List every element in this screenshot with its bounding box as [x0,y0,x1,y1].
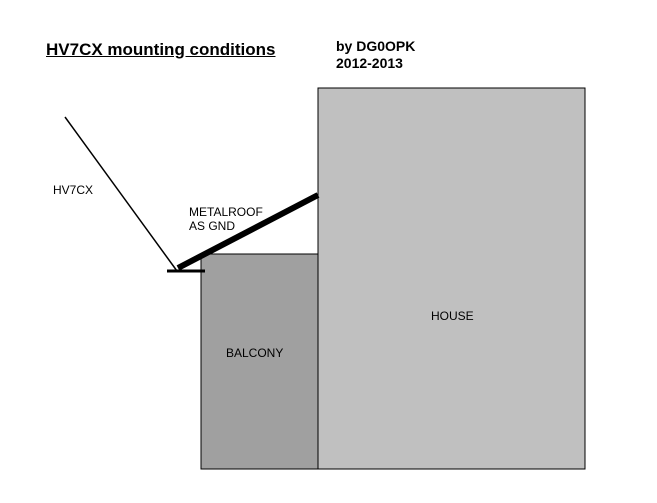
author-years: 2012-2013 [336,55,403,71]
author-block: by DG0OPK 2012-2013 [336,38,415,72]
antenna-element [64,116,178,272]
author-name: by DG0OPK [336,38,416,54]
page-title: HV7CX mounting conditions [46,40,276,59]
metal-roof-label: METALROOF AS GND [189,205,263,233]
metal-roof-label-line1: METALROOF [189,205,263,219]
antenna-label: HV7CX [53,183,94,197]
metal-roof-ground [176,192,320,271]
metal-roof-label-line2: AS GND [189,219,236,233]
house-block [317,87,586,470]
house-label: HOUSE [431,309,474,323]
balcony-label: BALCONY [226,346,284,360]
balcony-block [200,253,319,470]
